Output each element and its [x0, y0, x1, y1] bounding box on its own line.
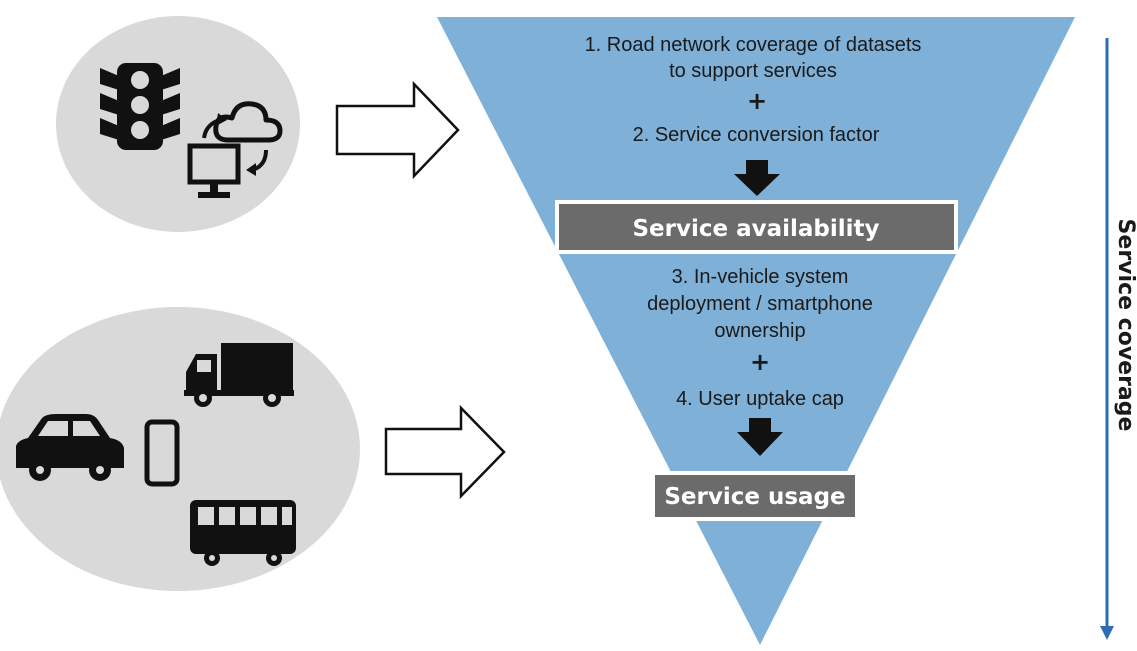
- step-4: 4. User uptake cap: [676, 388, 844, 410]
- service-availability-box: Service availability: [555, 200, 958, 254]
- funnel-triangle: [437, 17, 1075, 645]
- service-coverage-label: Service coverage: [1113, 219, 1137, 432]
- step-1-line-2: to support services: [669, 60, 837, 82]
- step-3-line-1: 3. In-vehicle system: [672, 266, 849, 288]
- step-3-line-2: deployment / smartphone: [647, 293, 873, 315]
- traffic-light-icon: [100, 63, 180, 150]
- service-usage-box: Service usage: [651, 471, 859, 521]
- step-2: 2. Service conversion factor: [633, 124, 880, 146]
- step-3-line-3: ownership: [714, 320, 805, 342]
- bus-icon: [190, 500, 296, 566]
- truck-icon: [184, 343, 294, 407]
- step-1-line-1: 1. Road network coverage of datasets: [585, 34, 922, 56]
- sync-arrows-icon: [202, 113, 268, 176]
- service-coverage-arrow: [1100, 38, 1114, 640]
- smartphone-icon: [144, 419, 180, 487]
- service-usage-label: Service usage: [664, 484, 845, 510]
- hollow-arrow-top: [335, 80, 460, 180]
- car-icon: [16, 414, 124, 481]
- computer-monitor-icon: [187, 143, 241, 198]
- plus-sign-1: +: [747, 87, 767, 115]
- plus-sign-2: +: [750, 348, 770, 376]
- down-arrow-1: [734, 160, 780, 196]
- hollow-arrow-bottom: [384, 404, 506, 500]
- service-availability-label: Service availability: [632, 216, 879, 242]
- down-arrow-2: [737, 418, 783, 456]
